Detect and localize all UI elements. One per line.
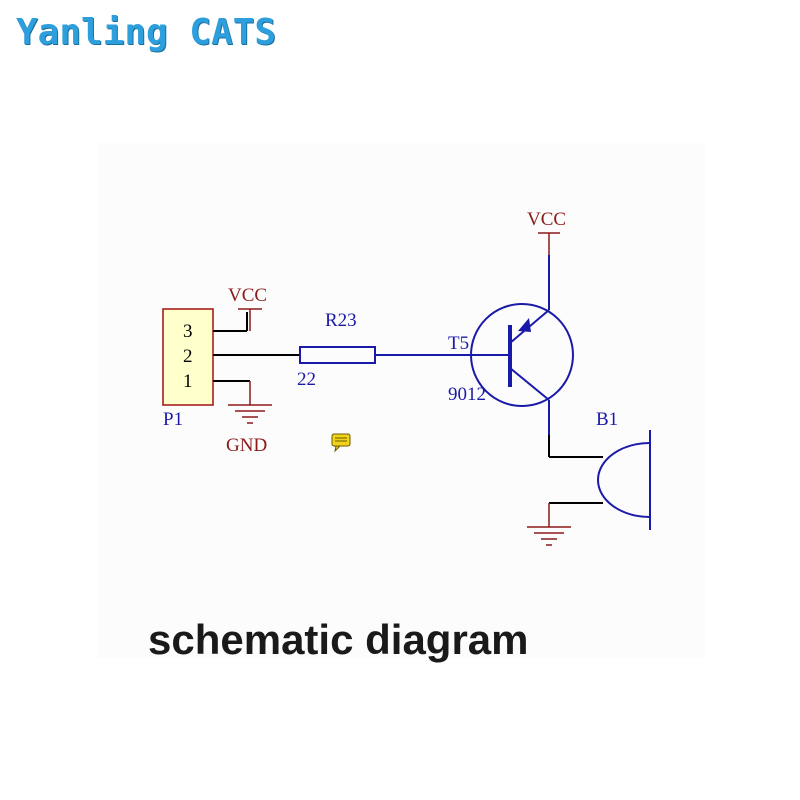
transistor-t5[interactable] [470, 303, 574, 407]
pin-2-label: 2 [183, 346, 193, 367]
gnd-label: GND [226, 435, 267, 456]
note-comment-icon[interactable] [331, 433, 351, 453]
resistor-value-label: 22 [297, 369, 316, 390]
transistor-ref-label: T5 [448, 333, 469, 354]
wire-pin1-gnd [213, 380, 251, 405]
gnd-symbol-connector [228, 404, 272, 424]
vcc-label-transistor: VCC [527, 209, 566, 230]
pin-1-label: 1 [183, 371, 193, 392]
vcc-label-connector: VCC [228, 285, 267, 306]
buzzer-b1[interactable] [597, 430, 651, 530]
pin-3-label: 3 [183, 321, 193, 342]
transistor-value-label: 9012 [448, 384, 486, 405]
caption-title: schematic diagram [148, 616, 529, 663]
gnd-symbol-buzzer [527, 526, 571, 546]
resistor-r23[interactable] [299, 346, 376, 364]
vcc-symbol-connector [238, 308, 262, 331]
connector-ref-label: P1 [163, 409, 183, 430]
resistor-ref-label: R23 [325, 310, 357, 331]
wire-collector-buzzer [548, 400, 603, 458]
vcc-symbol-transistor [538, 232, 560, 255]
connector-p1-body[interactable] [162, 308, 214, 406]
brand-logo: Yanling CATS [16, 12, 277, 53]
wire-buzzer-gnd [548, 502, 603, 527]
buzzer-ref-label: B1 [596, 409, 618, 430]
wire-pin3-vcc [213, 312, 248, 332]
